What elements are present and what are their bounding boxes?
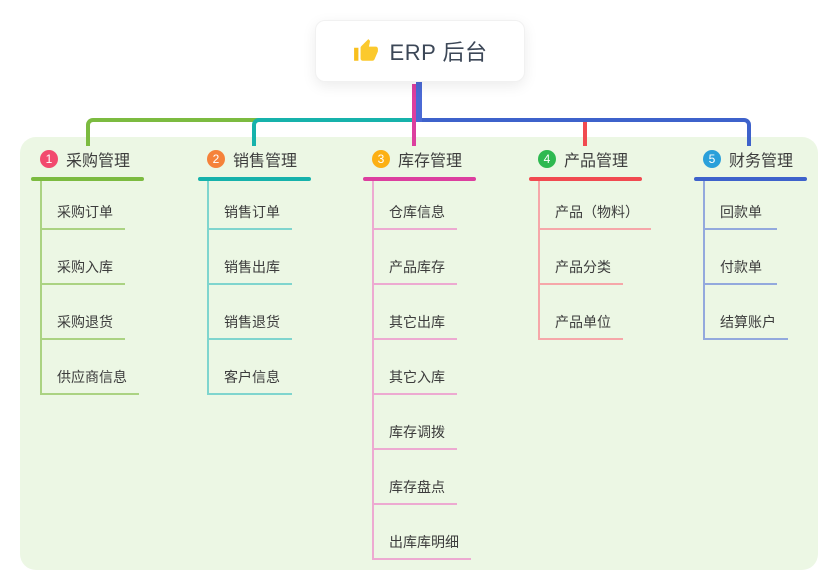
child-node[interactable]: 付款单 (703, 247, 777, 285)
branch-4-title[interactable]: 4 产品管理 (529, 148, 679, 170)
child-node[interactable]: 采购退货 (40, 302, 125, 340)
branch-4: 4 产品管理 产品（物料） 产品分类 产品单位 (529, 148, 679, 340)
branch-1-title[interactable]: 1 采购管理 (31, 148, 181, 170)
root-label: ERP 后台 (389, 40, 488, 65)
branch-3-badge: 3 (372, 150, 390, 168)
branch-2-title[interactable]: 2 销售管理 (198, 148, 348, 170)
branch-5-badge: 5 (703, 150, 721, 168)
child-node[interactable]: 产品（物料） (538, 192, 651, 230)
thumbs-up-icon (353, 38, 379, 64)
branch-2-spine (207, 181, 209, 395)
connector-branch-1 (86, 118, 417, 146)
branch-1-underline (31, 177, 144, 181)
branch-1-spine (40, 181, 42, 395)
child-node[interactable]: 回款单 (703, 192, 777, 230)
child-node[interactable]: 库存盘点 (372, 467, 457, 505)
branch-1-badge: 1 (40, 150, 58, 168)
branch-2-badge: 2 (207, 150, 225, 168)
branch-5: 5 财务管理 回款单 付款单 结算账户 (694, 148, 839, 340)
branch-4-label: 产品管理 (564, 153, 629, 170)
root-node[interactable]: ERP 后台 (315, 20, 525, 82)
branch-4-badge: 4 (538, 150, 556, 168)
branch-3-title[interactable]: 3 库存管理 (363, 148, 513, 170)
branch-3-spine (372, 181, 374, 560)
branch-2-label: 销售管理 (233, 153, 298, 170)
child-node[interactable]: 其它入库 (372, 357, 457, 395)
child-node[interactable]: 销售出库 (207, 247, 292, 285)
connector-branch-3 (412, 84, 416, 146)
connector-branch-5 (421, 118, 751, 146)
branch-5-underline (694, 177, 807, 181)
branches-panel (20, 137, 818, 570)
child-node[interactable]: 客户信息 (207, 357, 292, 395)
branch-1: 1 采购管理 采购订单 采购入库 采购退货 供应商信息 (31, 148, 181, 395)
connector-branch-2 (252, 118, 417, 146)
child-node[interactable]: 采购入库 (40, 247, 125, 285)
child-node[interactable]: 销售退货 (207, 302, 292, 340)
child-node[interactable]: 出库库明细 (372, 522, 471, 560)
child-node[interactable]: 结算账户 (703, 302, 788, 340)
branch-5-label: 财务管理 (729, 153, 794, 170)
child-node[interactable]: 仓库信息 (372, 192, 457, 230)
child-node[interactable]: 销售订单 (207, 192, 292, 230)
child-node[interactable]: 产品库存 (372, 247, 457, 285)
root-connector (416, 82, 422, 122)
branch-5-spine (703, 181, 705, 340)
branch-3-underline (363, 177, 476, 181)
child-node[interactable]: 供应商信息 (40, 357, 139, 395)
branch-1-label: 采购管理 (66, 153, 131, 170)
branch-2: 2 销售管理 销售订单 销售出库 销售退货 客户信息 (198, 148, 348, 395)
branch-3-label: 库存管理 (398, 153, 463, 170)
child-node[interactable]: 产品单位 (538, 302, 623, 340)
branch-5-title[interactable]: 5 财务管理 (694, 148, 839, 170)
child-node[interactable]: 产品分类 (538, 247, 623, 285)
branch-3: 3 库存管理 仓库信息 产品库存 其它出库 其它入库 库存调拨 库存盘点 出库库… (363, 148, 513, 560)
child-node[interactable]: 库存调拨 (372, 412, 457, 450)
child-node[interactable]: 采购订单 (40, 192, 125, 230)
branch-2-underline (198, 177, 311, 181)
branch-4-spine (538, 181, 540, 340)
branch-4-underline (529, 177, 642, 181)
child-node[interactable]: 其它出库 (372, 302, 457, 340)
